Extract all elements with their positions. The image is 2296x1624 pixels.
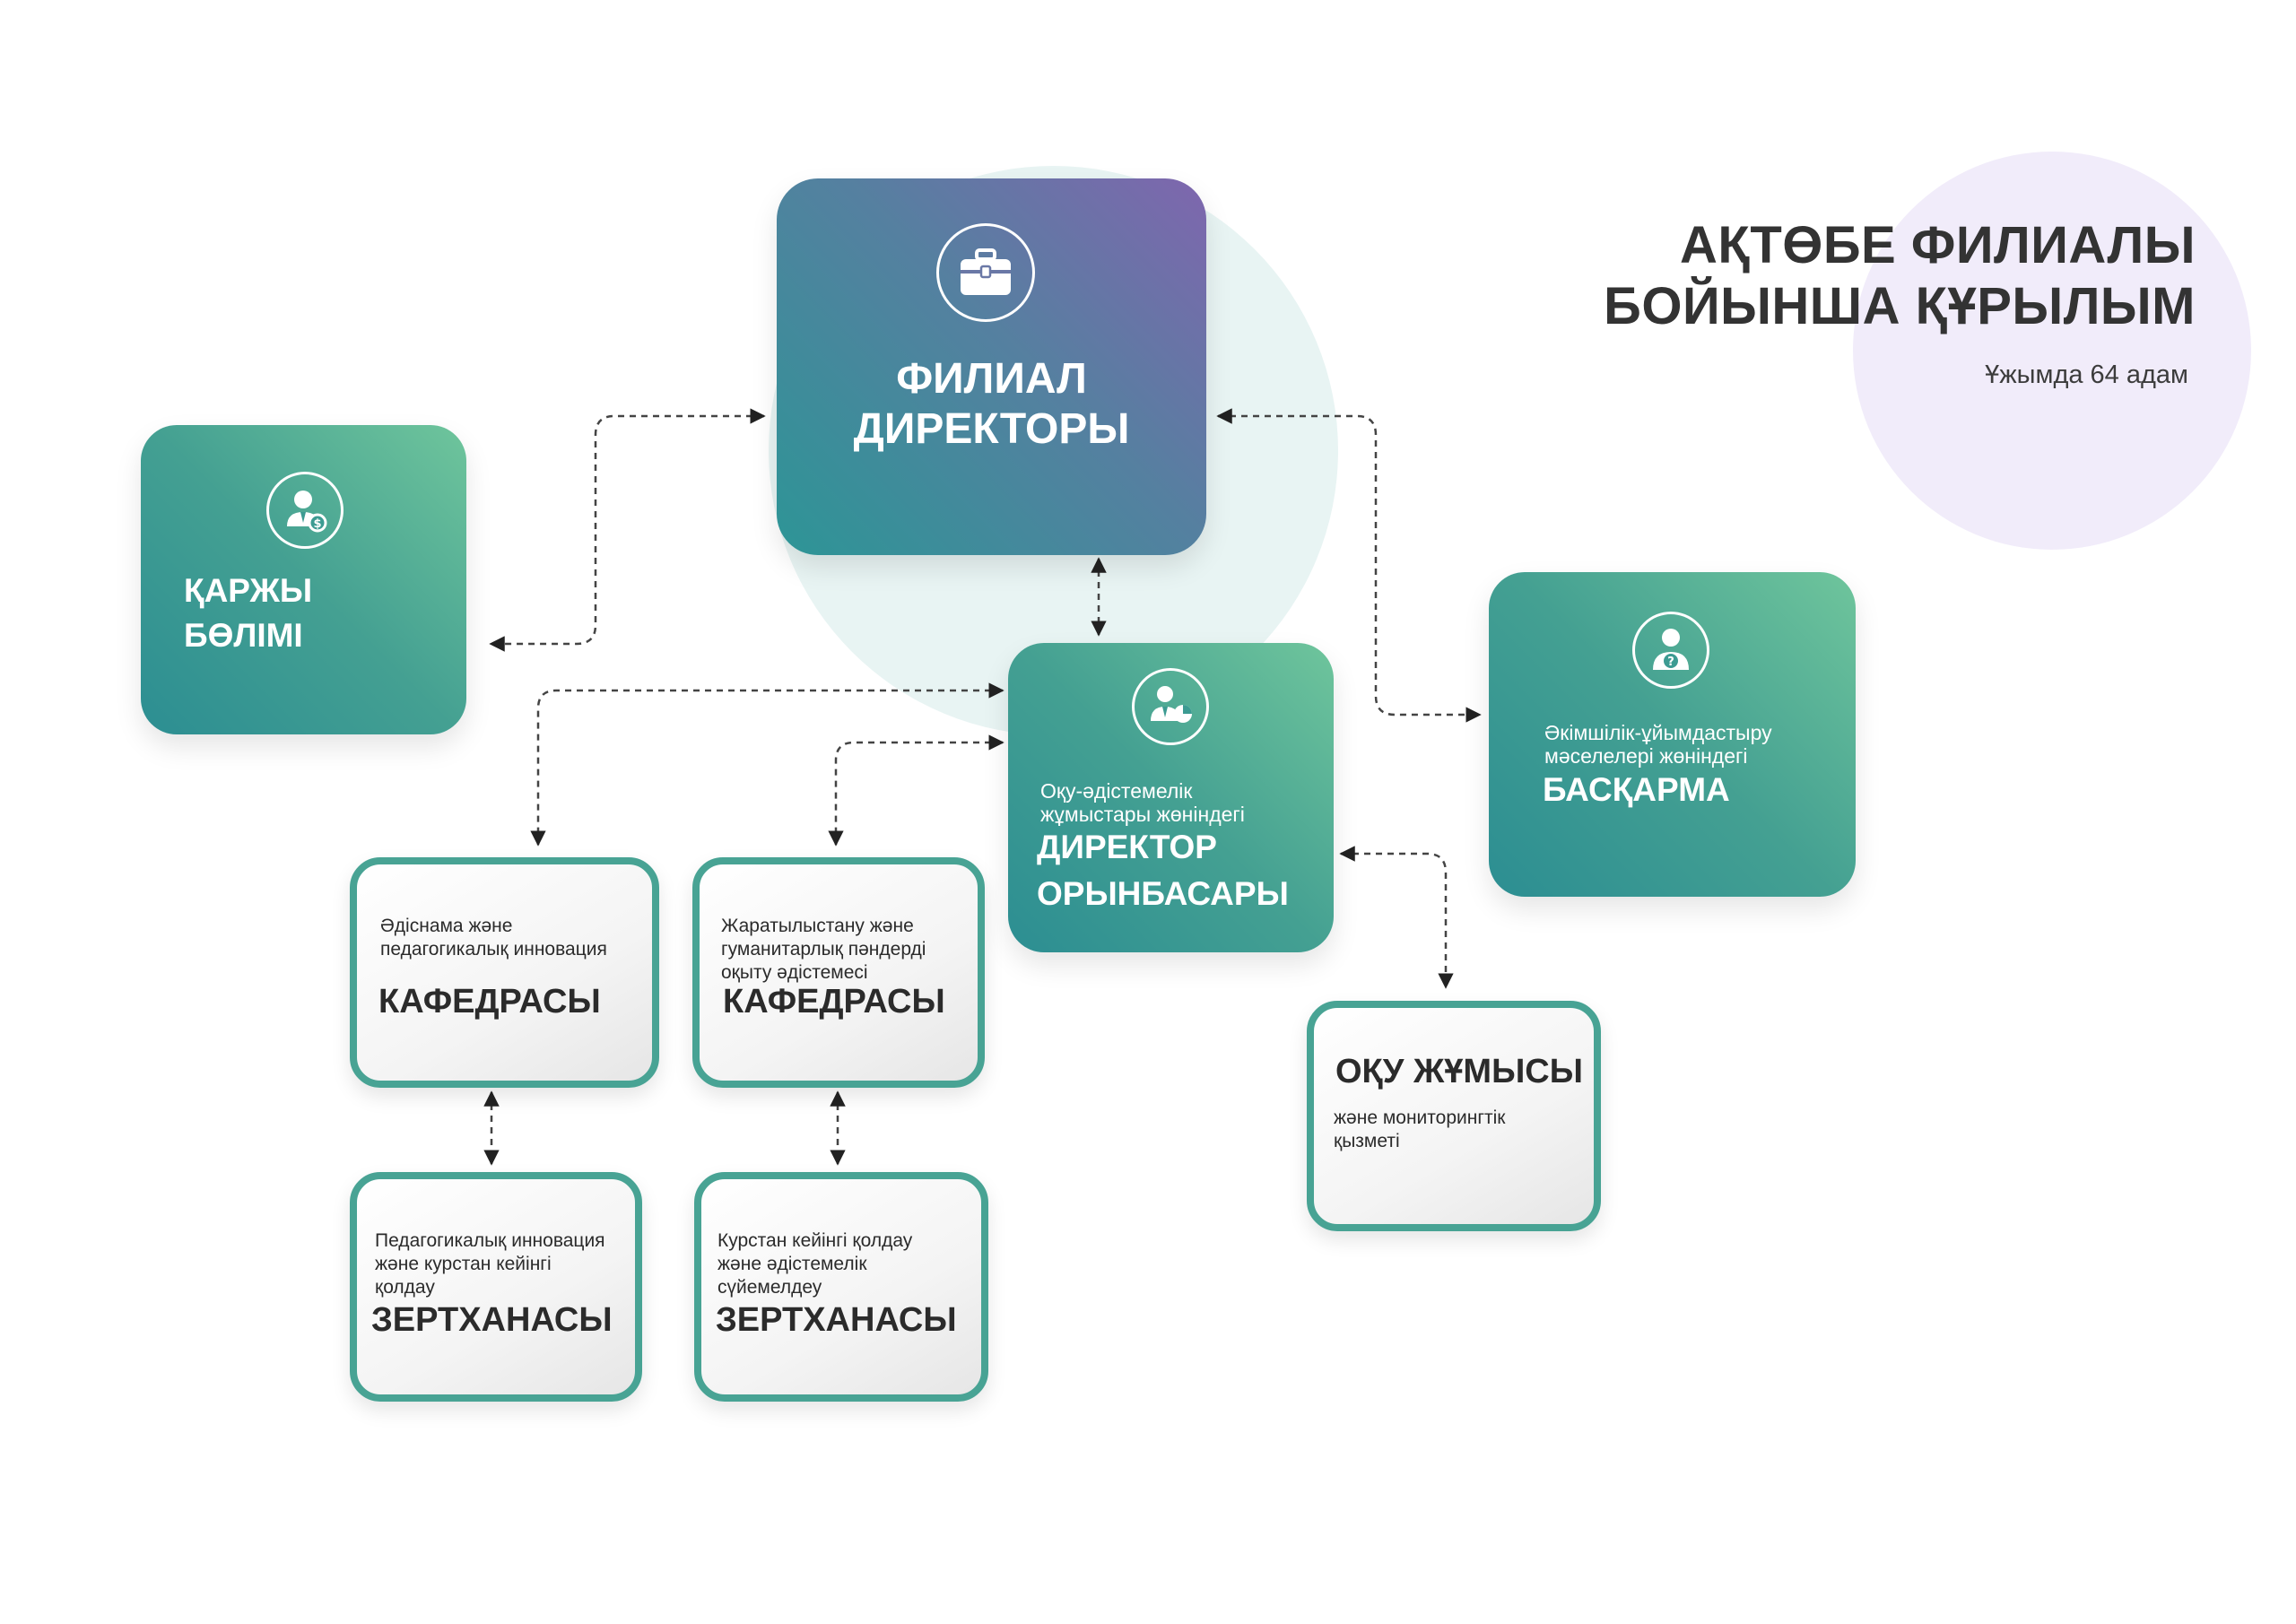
- title-block: АҚТӨБЕ ФИЛИАЛЫ БОЙЫНША ҚҰРЫЛЫМ Ұжымда 64…: [1604, 215, 2196, 390]
- svg-text:$: $: [313, 517, 321, 531]
- finance-label-line1: ҚАРЖЫ: [184, 572, 313, 609]
- dept2-sub-line1: Жаратылыстану және: [721, 916, 914, 936]
- dept2-label: КАФЕДРАСЫ: [723, 983, 945, 1020]
- dept1-label: КАФЕДРАСЫ: [378, 983, 601, 1020]
- lab2-sub-line3: сүйемелдеу: [718, 1277, 822, 1298]
- deputy-label-line2: ОРЫНБАСАРЫ: [1037, 875, 1289, 912]
- deputy-sub-line2: жұмыстары жөніндегі: [1040, 803, 1245, 826]
- connector-deputy-study: [1339, 846, 1454, 989]
- title-line-2: БОЙЫНША ҚҰРЫЛЫМ: [1604, 277, 2196, 335]
- deputy-label-line1: ДИРЕКТОР: [1037, 829, 1217, 865]
- lab2-sub-line2: және әдістемелік: [718, 1254, 867, 1274]
- director-label-line1: ФИЛИАЛ: [896, 355, 1087, 403]
- svg-text:?: ?: [1667, 656, 1674, 669]
- briefcase-icon: [936, 223, 1035, 322]
- connector-director-finance: [489, 408, 766, 652]
- connector-deputy-dept2: [828, 734, 1004, 847]
- study-sub-line1: және мониторингтік: [1334, 1107, 1506, 1128]
- node-administration: ? Әкімшілік-ұйымдастыру мәселелері жөнін…: [1489, 572, 1856, 897]
- finance-label-line2: БӨЛІМІ: [184, 617, 303, 654]
- node-branch-director: ФИЛИАЛ ДИРЕКТОРЫ: [777, 178, 1206, 555]
- dept2-sub-line2: гуманитарлық пәндерді: [721, 939, 926, 960]
- dept1-sub-line2: педагогикалық инновация: [380, 939, 607, 960]
- presenter-chart-icon: [1132, 668, 1209, 745]
- lab2-sub-line1: Курстан кейінгі қолдау: [718, 1230, 913, 1251]
- admin-label: БАСҚАРМА: [1543, 771, 1730, 808]
- study-label: ОҚУ ЖҰМЫСЫ: [1335, 1053, 1583, 1090]
- study-sub-line2: қызметі: [1334, 1131, 1400, 1151]
- connector-deputy-dept1: [530, 682, 1004, 847]
- node-dept-methodology: Әдіснама және педагогикалық инновация КА…: [350, 857, 659, 1088]
- title-line-1: АҚТӨБЕ ФИЛИАЛЫ: [1680, 216, 2196, 274]
- deputy-sub-line1: Оқу-әдістемелік: [1040, 779, 1193, 803]
- lab2-label: ЗЕРТХАНАСЫ: [716, 1301, 957, 1339]
- lab1-sub-line1: Педагогикалық инновация: [375, 1230, 605, 1251]
- node-dept-natural-sciences: Жаратылыстану және гуманитарлық пәндерді…: [692, 857, 985, 1088]
- node-lab-post-course-support: Курстан кейінгі қолдау және әдістемелік …: [694, 1172, 988, 1402]
- node-deputy-director: Оқу-әдістемелік жұмыстары жөніндегі ДИРЕ…: [1008, 643, 1334, 952]
- subtitle: Ұжымда 64 адам: [1985, 360, 2188, 389]
- node-study-monitoring: ОҚУ ЖҰМЫСЫ және мониторингтік қызметі: [1307, 1001, 1601, 1231]
- node-finance-department: $ ҚАРЖЫ БӨЛІМІ: [141, 425, 466, 734]
- lab1-sub-line2: және курстан кейінгі: [375, 1254, 552, 1274]
- lab1-sub-line3: қолдау: [375, 1277, 435, 1298]
- dept1-sub-line1: Әдіснама және: [380, 916, 513, 936]
- director-label-line2: ДИРЕКТОРЫ: [853, 405, 1130, 453]
- dept2-sub-line3: оқыту әдістемесі: [721, 962, 868, 983]
- lab1-label: ЗЕРТХАНАСЫ: [371, 1301, 613, 1339]
- node-lab-pedagogical-innovation: Педагогикалық инновация және курстан кей…: [350, 1172, 642, 1402]
- finance-person-icon: $: [266, 472, 344, 549]
- decorative-circle-purple: [1853, 152, 2251, 550]
- question-person-icon: ?: [1632, 612, 1709, 689]
- admin-sub-line2: мәселелері жөніндегі: [1544, 744, 1748, 768]
- admin-sub-line1: Әкімшілік-ұйымдастыру: [1544, 721, 1772, 744]
